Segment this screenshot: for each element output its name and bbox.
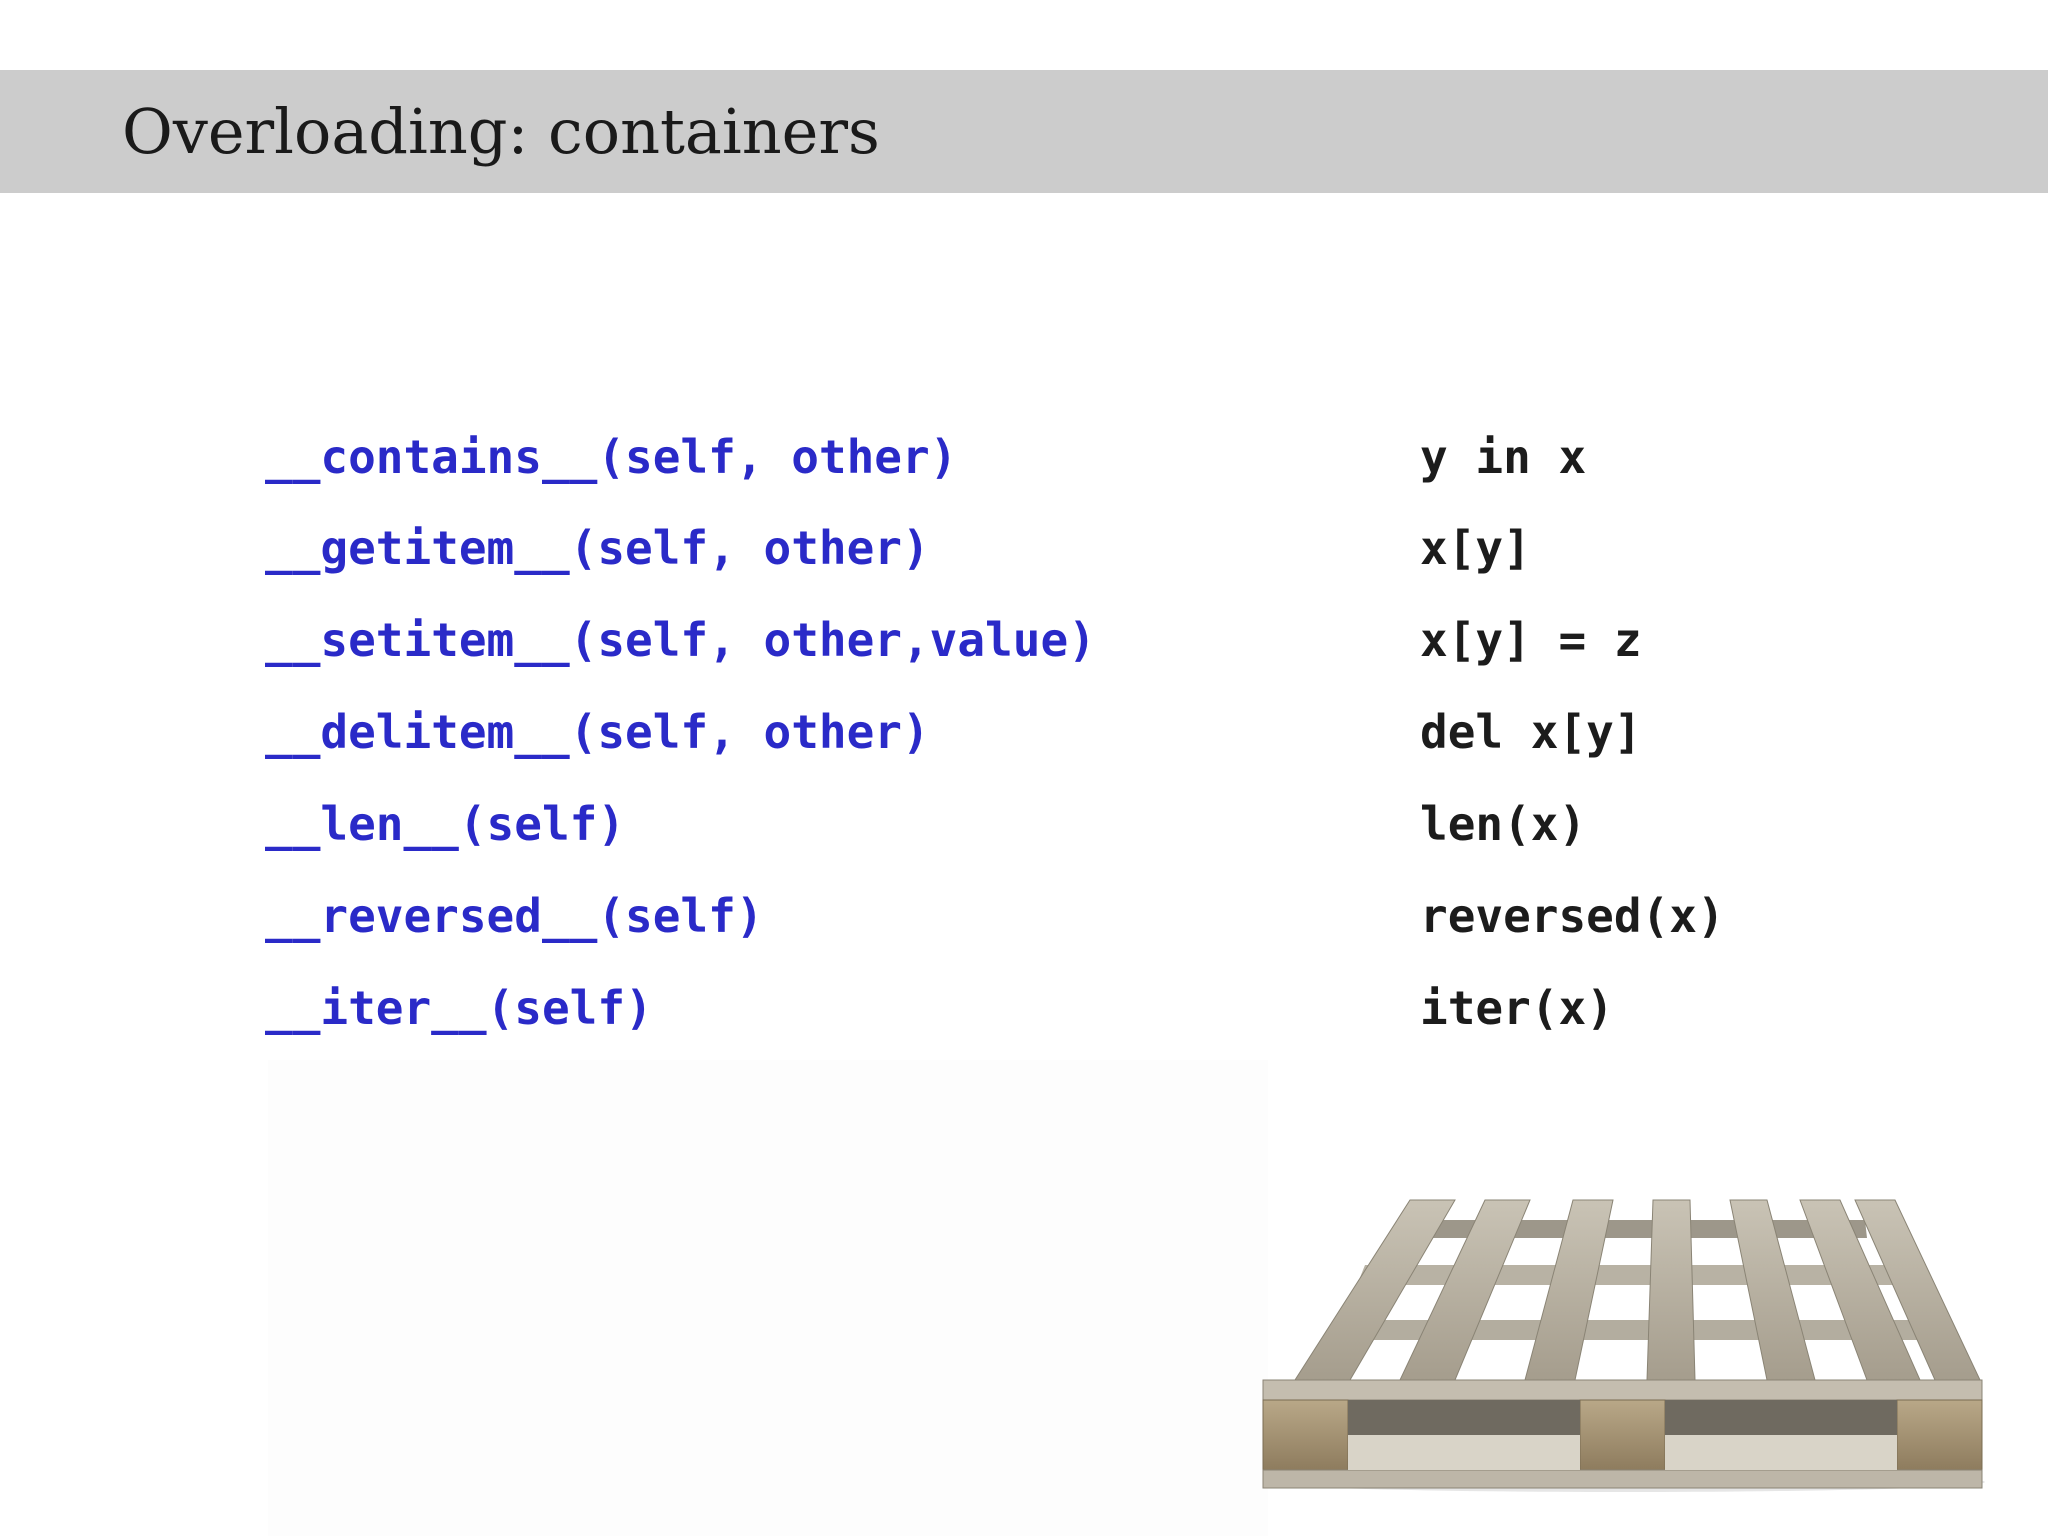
method-setitem: __setitem__(self, other,value) bbox=[265, 613, 1096, 667]
method-delitem: __delitem__(self, other) bbox=[265, 705, 930, 759]
title-bar: Overloading: containers bbox=[0, 70, 2048, 193]
usage-delitem: del x[y] bbox=[1420, 705, 1642, 759]
usage-iter: iter(x) bbox=[1420, 981, 1614, 1035]
usage-len: len(x) bbox=[1420, 797, 1587, 851]
method-getitem: __getitem__(self, other) bbox=[265, 521, 930, 575]
usage-setitem: x[y] = z bbox=[1420, 613, 1642, 667]
method-contains: __contains__(self, other) bbox=[265, 430, 958, 484]
usage-reversed: reversed(x) bbox=[1420, 889, 1725, 943]
slide-title: Overloading: containers bbox=[122, 95, 880, 168]
background-panel bbox=[268, 1060, 1268, 1536]
usage-getitem: x[y] bbox=[1420, 521, 1531, 575]
method-len: __len__(self) bbox=[265, 797, 626, 851]
usage-contains: y in x bbox=[1420, 430, 1587, 484]
wooden-pallet-image bbox=[1262, 1199, 1985, 1492]
method-iter: __iter__(self) bbox=[265, 981, 653, 1035]
method-reversed: __reversed__(self) bbox=[265, 889, 764, 943]
